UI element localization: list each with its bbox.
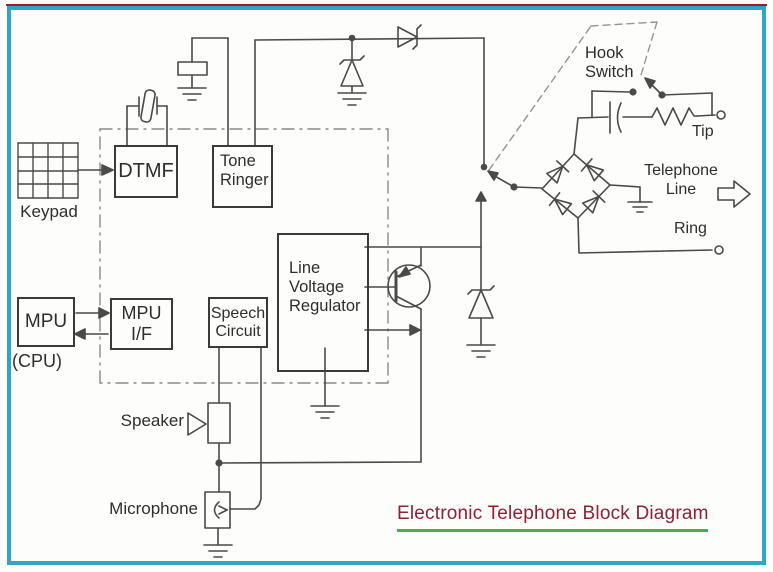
terminal-icon [714,245,724,255]
diagram-title: Electronic Telephone Block Diagram [397,503,709,524]
ground-icon [466,344,496,358]
ground-icon [337,92,367,106]
dashed-boundary [99,128,389,384]
title-underline [397,529,708,532]
microphone-icon [213,501,220,519]
top-wires [191,37,485,168]
dtmf-block: DTMF [114,145,178,198]
bridge-diode [548,192,573,216]
regulator-output-wire [364,324,421,336]
microphone-branch [204,347,262,546]
ground-icon [203,544,233,558]
ring-label: Ring [674,220,707,237]
speaker-label: Speaker [120,411,184,430]
line-arrow-icon [717,180,751,208]
hook-switch-label: Hook Switch [585,44,634,82]
transistor-icon [364,246,431,463]
filter-component [177,37,208,89]
keypad-grid-icon [17,142,79,199]
bridge-diode [580,158,605,182]
telephone-line-label: Telephone Line [644,162,718,198]
speaker-branch [187,347,422,493]
keypad-label: Keypad [20,202,78,221]
speech-circuit-block: Speech Circuit [208,297,268,348]
crystal-icon [126,89,168,146]
cpu-label: (CPU) [12,351,62,371]
tip-label: Tip [692,123,714,140]
series-diode-icon [397,24,422,50]
capacitor-icon [616,102,622,133]
ground-icon [310,405,340,419]
keypad-to-dtmf-arrow [77,164,114,176]
diode-bridge-icon [541,117,724,255]
hook-switch-icon [475,163,543,202]
regulator-zener-branch [364,195,495,346]
zener-diode-icon [339,34,365,94]
terminal-icon [716,110,726,120]
scan-top-edge [6,4,767,6]
hook-switch-linkage-dashes [488,21,658,171]
mpu-if-block: MPU I/F [110,298,173,350]
tone-ringer-block: Tone Ringer [212,145,273,208]
mpu-bus-arrows [74,307,110,340]
mpu-block: MPU [17,297,75,347]
speaker-icon [187,412,207,436]
bridge-diode [545,160,570,184]
microphone-label: Microphone [109,499,198,518]
resistor-icon [651,107,698,126]
line-voltage-regulator-block: Line Voltage Regulator [277,233,369,372]
tip-line [577,77,726,134]
ground-icon [627,201,653,213]
ground-icon [177,87,207,101]
bridge-diode [581,190,606,214]
